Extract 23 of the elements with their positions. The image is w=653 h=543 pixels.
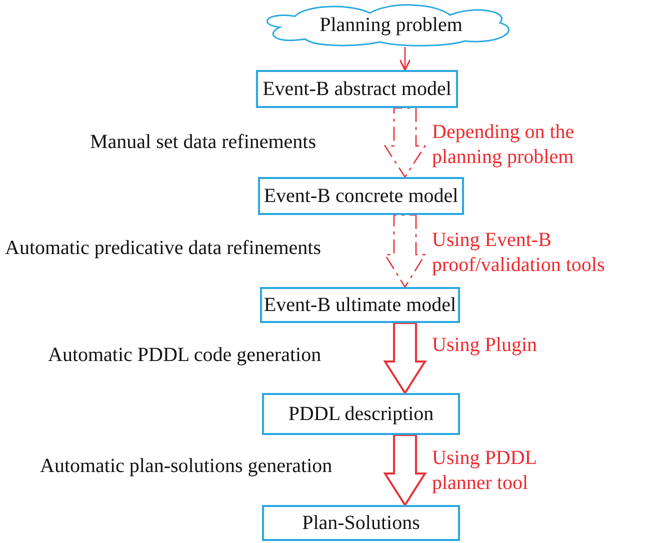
process-box (258, 177, 464, 215)
node-text: PDDL description (288, 402, 434, 426)
node-text: Planning problem (320, 14, 462, 36)
node-text: Event-B ultimate model (264, 294, 456, 316)
block-arrow (384, 107, 426, 178)
edge-label: Automatic plan-solutions generation (40, 455, 332, 477)
note-text: Using Plugin (432, 333, 538, 358)
note-text: Using PDDL planner tool (432, 446, 538, 496)
edge-label: Automatic PDDL code generation (48, 344, 322, 366)
block-arrow (384, 214, 426, 288)
node-text: Event-B abstract model (262, 78, 452, 100)
edge-label: Automatic predicative data refinements (5, 237, 321, 259)
note-text: Depending on the planning problem (432, 120, 576, 170)
arrow (399, 47, 411, 71)
node-text: Plan-Solutions (302, 512, 420, 534)
process-box (260, 287, 460, 323)
node-text: Event-B concrete model (264, 184, 458, 208)
process-box (262, 393, 460, 435)
process-box (262, 505, 460, 541)
note-text: Using Event-B proof/validation tools (432, 228, 606, 278)
process-box (256, 70, 458, 108)
block-arrow (383, 434, 427, 507)
block-arrow (383, 322, 427, 395)
